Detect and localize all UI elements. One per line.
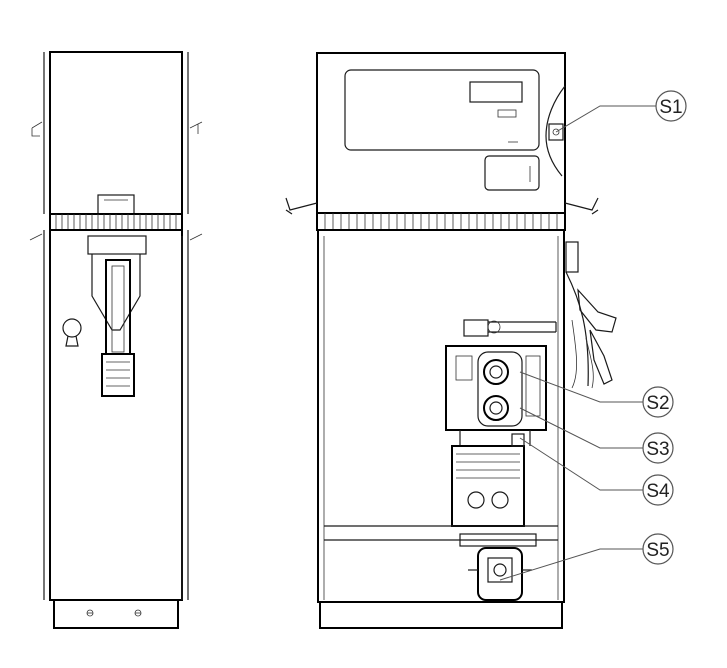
callout-s5-circle xyxy=(642,533,674,565)
side-head-housing xyxy=(49,51,183,215)
lower-valve xyxy=(468,547,532,601)
pump-assembly xyxy=(445,319,557,527)
meter-chamber-lower xyxy=(483,395,509,421)
motor-unit xyxy=(451,445,525,527)
side-body-housing xyxy=(49,229,183,601)
display-panel xyxy=(344,69,540,151)
display-head-housing xyxy=(316,52,566,214)
keyhole-icon xyxy=(62,318,82,338)
callout-s5-label: S5 xyxy=(646,540,669,561)
callouts: S1 S2 S3 S4 S5 xyxy=(499,90,687,581)
callout-s2-circle xyxy=(642,386,674,418)
callout-s3-circle xyxy=(642,432,674,464)
callout-s1-label: S1 xyxy=(659,97,682,118)
front-vent-band xyxy=(316,212,566,231)
side-nozzle xyxy=(565,241,617,389)
nozzle-handle xyxy=(105,259,131,355)
callout-s4-circle xyxy=(642,474,674,506)
front-view xyxy=(285,52,617,629)
side-base xyxy=(53,599,179,629)
side-view xyxy=(29,51,203,629)
callout-s2-label: S2 xyxy=(646,393,669,414)
card-reader xyxy=(484,155,540,191)
callout-s3-label: S3 xyxy=(646,439,669,460)
nozzle-holster xyxy=(91,254,141,331)
meter-chamber-upper xyxy=(483,359,509,385)
display-window xyxy=(469,81,523,103)
callout-s4-label: S4 xyxy=(646,481,670,502)
front-base xyxy=(319,601,563,629)
callout-s1-circle xyxy=(655,90,687,122)
